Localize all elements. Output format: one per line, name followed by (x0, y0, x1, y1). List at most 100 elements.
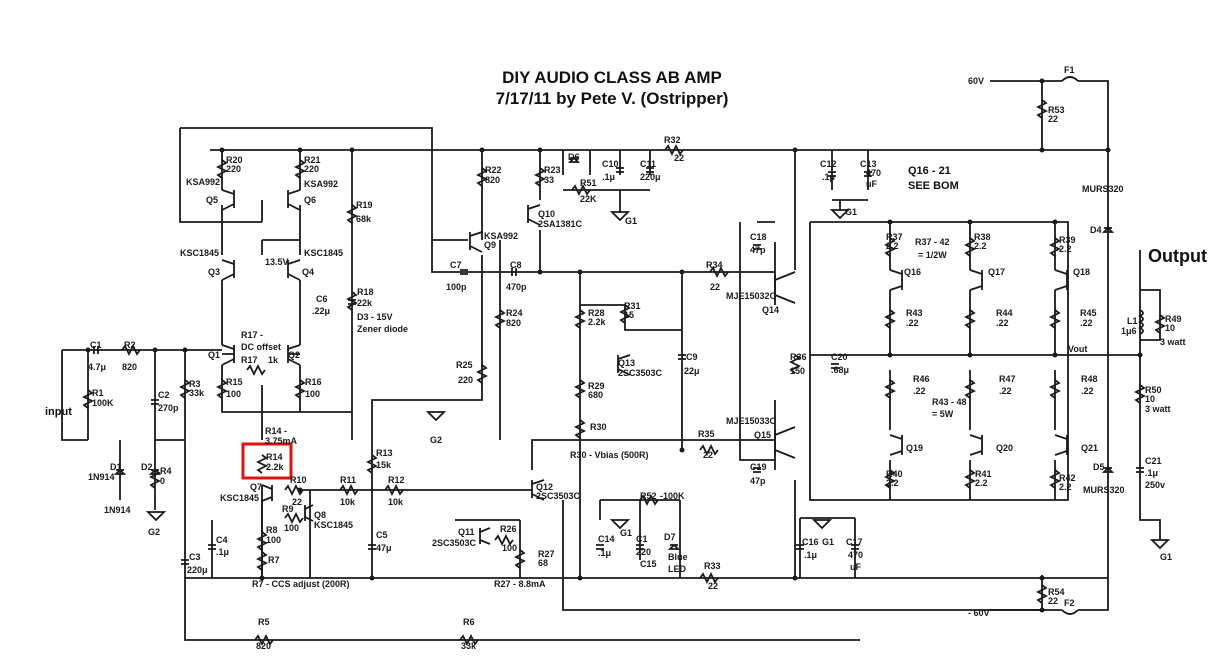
r42-value: 2.2 (1059, 482, 1072, 492)
ground-symbols (145, 209, 1171, 550)
c20-value: .68μ (831, 365, 849, 375)
transistor-symbols (221, 189, 1068, 545)
r9-label: R9 (282, 504, 294, 514)
l1-label: L1 (1127, 316, 1138, 326)
q6-label: Q6 (304, 195, 316, 205)
c2-label: C2 (158, 390, 170, 400)
1n914-d2: 1N914 (104, 505, 131, 515)
c18-value: 47p (750, 245, 766, 255)
g1-ground-top: G1 (625, 216, 637, 226)
vout-label: Vout (1068, 344, 1087, 354)
r31-label: R31 (624, 301, 641, 311)
r10-value: 22 (292, 497, 302, 507)
murs320-bottom: MURS320 (1083, 485, 1125, 495)
r14-current: 3.75mA (265, 436, 298, 446)
r46-value: .22 (913, 386, 926, 396)
c19-label: C19 (750, 462, 767, 472)
c9-label: C9 (686, 352, 698, 362)
ksc1845-q7: KSC1845 (220, 493, 259, 503)
c4-label: C4 (216, 535, 228, 545)
r17-note: R17 - (241, 330, 263, 340)
r47-value: .22 (999, 386, 1012, 396)
d1-label: D1 (110, 462, 122, 472)
d5-label: D5 (1093, 462, 1105, 472)
r23-label: R23 (544, 165, 561, 175)
r20-label: R20 (226, 155, 243, 165)
r43-label: R43 (906, 308, 923, 318)
c14-label: C14 (598, 534, 615, 544)
c1-label: C1 (90, 340, 102, 350)
r26-label: R26 (500, 524, 517, 534)
q3-label: Q3 (208, 267, 220, 277)
r53-label: R53 (1048, 105, 1065, 115)
r15-value: 100 (226, 389, 241, 399)
g1-ground-c16: G1 (822, 537, 834, 547)
r34-value: 22 (710, 282, 720, 292)
r40-label: R40 (886, 469, 903, 479)
q19-label: Q19 (906, 443, 923, 453)
r24-label: R24 (506, 308, 523, 318)
r37-42-note: R37 - 42 (915, 237, 950, 247)
r48-label: R48 (1081, 374, 1098, 384)
c21-value: .1μ (1145, 468, 1158, 478)
r38-value: 2.2 (974, 241, 987, 251)
r32-label: R32 (664, 135, 681, 145)
r37-42-rating: = 1/2W (918, 250, 947, 260)
r36-value: 150 (790, 366, 805, 376)
f1-label: F1 (1064, 65, 1075, 75)
d4-label: D4 (1090, 225, 1102, 235)
r52-label: R52 (640, 491, 657, 501)
r43-value: .22 (906, 318, 919, 328)
r6-value: 33k (461, 641, 477, 651)
r41-value: 2.2 (975, 478, 988, 488)
d3-note: D3 - 15V (357, 312, 393, 322)
r12-label: R12 (388, 475, 405, 485)
c9-value: 22μ (684, 366, 700, 376)
c2-value: 270p (158, 403, 179, 413)
r2-value: 820 (122, 362, 137, 372)
r4-value: 0 (160, 476, 165, 486)
c8-value: 470p (506, 282, 527, 292)
c16-label: C16 (802, 537, 819, 547)
c6-label: C6 (316, 294, 328, 304)
r50-wattage: 3 watt (1145, 404, 1171, 414)
d7-label: D7 (664, 532, 676, 542)
fuse-symbols (1061, 76, 1079, 615)
r13-label: R13 (376, 448, 393, 458)
r6-label: R6 (463, 617, 475, 627)
q8-label: Q8 (314, 510, 326, 520)
c5-label: C5 (376, 530, 388, 540)
r22-label: R22 (485, 165, 502, 175)
r18-label: R18 (357, 287, 374, 297)
c1b-label: C1 (636, 534, 648, 544)
q12-label: Q12 (536, 482, 553, 492)
d2-label: D2 (141, 462, 153, 472)
r30-note: R30 - Vbias (500R) (570, 450, 649, 460)
r5-value: 820 (256, 641, 271, 651)
q15-label: Q15 (754, 430, 771, 440)
c12-label: C12 (820, 159, 837, 169)
murs320-top: MURS320 (1082, 184, 1124, 194)
output-label: Output (1148, 246, 1207, 266)
c6-value: .22μ (312, 306, 330, 316)
g2-ground-left: G2 (148, 527, 160, 537)
r47-label: R47 (999, 374, 1016, 384)
c4-value: .1μ (216, 547, 229, 557)
c15-label: C15 (640, 559, 657, 569)
q16-21-note: Q16 - 21 (908, 165, 951, 177)
r44-value: .22 (996, 318, 1009, 328)
r5-label: R5 (258, 617, 270, 627)
r45-label: R45 (1080, 308, 1097, 318)
labels: 60V F1 R53 22 R32 22 R20 220 R21 220 KSA… (45, 65, 1207, 651)
r37-label: R37 (886, 232, 903, 242)
r18-value: 22k (357, 298, 373, 308)
r17-dc-offset: DC offset (241, 342, 281, 352)
r30-label: R30 (590, 422, 607, 432)
r34-label: R34 (706, 260, 723, 270)
r35-label: R35 (698, 429, 715, 439)
r39-value: 2.2 (1059, 244, 1072, 254)
r25-label: R25 (456, 360, 473, 370)
d7-blue: Blue (668, 552, 688, 562)
q12-part: 2SC3503C (536, 491, 581, 501)
